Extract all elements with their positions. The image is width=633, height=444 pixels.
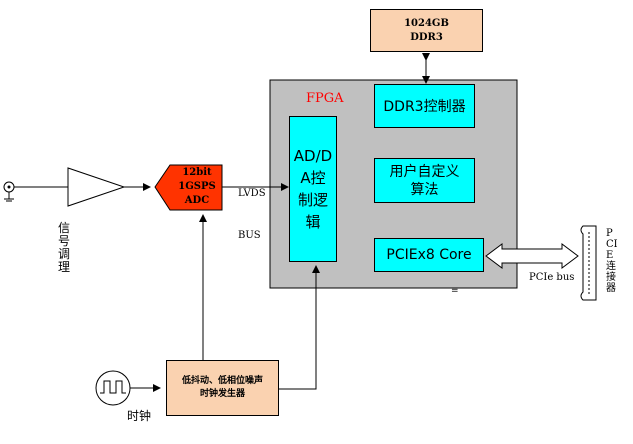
adda-logic-line1: AD/D (293, 147, 333, 165)
adda-logic-block: AD/D A控 制逻 辑 (289, 116, 337, 262)
ddr3-controller-block: DDR3控制器 (374, 84, 475, 128)
adda-logic-line3: 制逻 (297, 191, 328, 209)
clock-generator-line2: 时钟发生器 (199, 389, 245, 399)
adc-label-line1: 12bit (182, 167, 212, 178)
clock-source-icon (95, 370, 131, 406)
lvds-bus-label: LVDS BUS (238, 159, 266, 271)
ddr3-memory-line1: 1024GB (404, 17, 449, 29)
pcie-connector-icon (580, 225, 597, 301)
clock-label: 时钟 (127, 409, 152, 423)
pcie-bus-arrow (485, 243, 579, 269)
ddr3-memory-line2: DDR3 (410, 31, 443, 43)
adc-label-line3: ADC (184, 195, 210, 206)
adda-logic-line4: 辑 (305, 213, 321, 231)
adda-logic-line2: A控 (300, 169, 326, 187)
pcie-core-block: PCIEx8 Core (374, 238, 484, 272)
lvds-bus-line2: BUS (238, 230, 261, 241)
pcie-bus-label: PCIe bus (529, 272, 575, 283)
clock-generator-line1: 低抖动、低相位噪声 (181, 376, 263, 386)
signal-conditioning-label: 信号调理 (58, 221, 71, 274)
adc-label-line2: 1GSPS (178, 181, 216, 192)
signal-input-connector-icon (3, 181, 15, 202)
pcie-connector-label: PCIE连接器 (606, 228, 618, 294)
clock-generator-block: 低抖动、低相位噪声 时钟发生器 (166, 360, 279, 416)
amplifier-triangle-icon (67, 167, 126, 207)
adc-label: 12bit 1GSPS ADC (172, 166, 222, 208)
user-algorithm-line2: 算法 (410, 181, 439, 198)
equals-mark: = (451, 286, 459, 296)
user-algorithm-line1: 用户自定义 (389, 163, 460, 180)
fpga-label: FPGA (306, 91, 344, 106)
ddr3-memory-block: 1024GB DDR3 (370, 9, 483, 52)
lvds-bus-line1: LVDS (238, 188, 266, 199)
clock-to-fpga-line (279, 265, 320, 390)
user-algorithm-block: 用户自定义 算法 (374, 158, 475, 203)
